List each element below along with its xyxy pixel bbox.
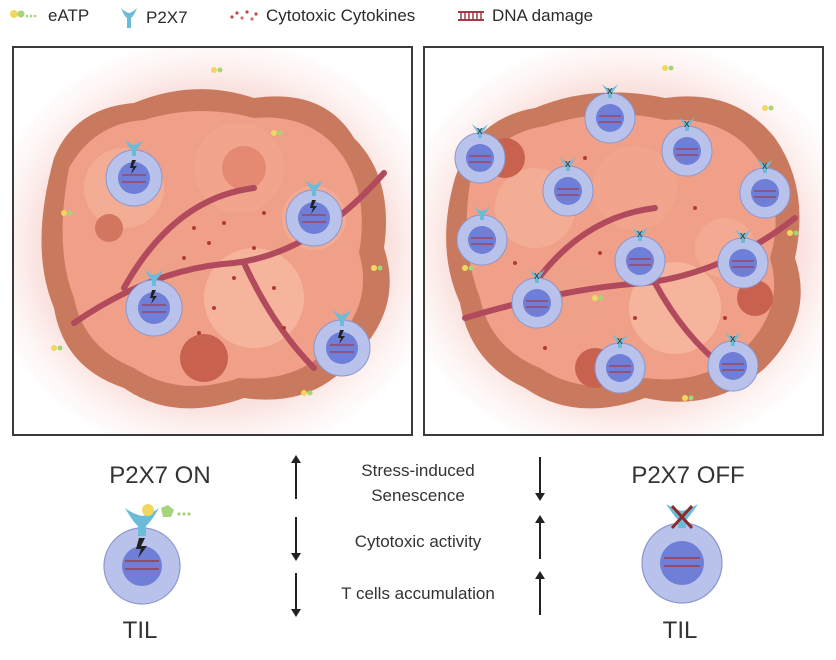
legend-eatp: eATP [8, 6, 89, 26]
svg-text:x: x [617, 335, 623, 347]
cytokine-dots [172, 211, 286, 335]
til-off-label: TIL [662, 617, 698, 644]
legend-cytokines-label: Cytotoxic Cytokines [266, 6, 416, 25]
arrow-down-icon [535, 457, 545, 501]
til-cell [125, 270, 183, 337]
svg-text:x: x [477, 125, 483, 137]
svg-text:x: x [740, 230, 746, 242]
arrow-down-icon [291, 517, 301, 561]
on-arrows [291, 455, 301, 617]
tumor-illustration-on [14, 48, 411, 434]
dna-damage-icon [458, 11, 484, 21]
legend-dna: DNA damage [456, 6, 593, 26]
effect-cytotoxic-label: Cytotoxic activity [354, 532, 482, 551]
svg-text:x: x [762, 160, 768, 172]
tumor-panel-p2x7-on [12, 46, 413, 436]
til-cell [285, 180, 343, 247]
svg-text:x: x [565, 158, 571, 170]
svg-text:x: x [534, 270, 540, 282]
eatp-molecules [51, 67, 383, 396]
p2x7-receptor-icon [121, 8, 137, 28]
cross-icon [670, 504, 694, 530]
legend-p2x7-label: P2X7 [146, 8, 188, 27]
arrow-up-icon [535, 571, 545, 615]
svg-text:x: x [637, 228, 643, 240]
legend-eatp-label: eATP [48, 6, 90, 25]
til-on-illustration [103, 504, 191, 605]
arrow-up-icon [291, 455, 301, 499]
p2x7-on-title: P2X7 ON [109, 462, 211, 489]
svg-text:x: x [684, 118, 690, 130]
off-arrows [535, 457, 545, 615]
eatp-icon [10, 10, 37, 18]
svg-text:x: x [730, 333, 736, 345]
svg-text:x: x [607, 85, 613, 97]
effect-senescence-label: Stress-induced Senescence [361, 461, 475, 505]
tumor-illustration-off: x x x x x x x x x x [425, 48, 822, 434]
legend-dna-label: DNA damage [492, 6, 594, 25]
legend-cytokines: Cytotoxic Cytokines [228, 6, 415, 26]
legend: eATP P2X7 Cytotoxic Cytokines DNA damage [0, 6, 836, 34]
til-on-label: TIL [122, 617, 158, 644]
tumor-panel-p2x7-off: x x x x x x x x x x [423, 46, 824, 436]
cytokines-icon [230, 10, 258, 21]
arrow-down-icon [291, 573, 301, 617]
p2x7-off-title: P2X7 OFF [631, 462, 745, 489]
til-off-illustration [641, 504, 723, 604]
til-cells-off: x x x x x x x x x x [454, 84, 791, 394]
til-cell [313, 310, 371, 377]
til-cell [105, 140, 163, 207]
legend-p2x7: P2X7 [118, 6, 188, 30]
arrow-up-icon [535, 515, 545, 559]
eatp-molecules [462, 65, 799, 401]
effect-accumulation-label: T cells accumulation [341, 584, 495, 603]
